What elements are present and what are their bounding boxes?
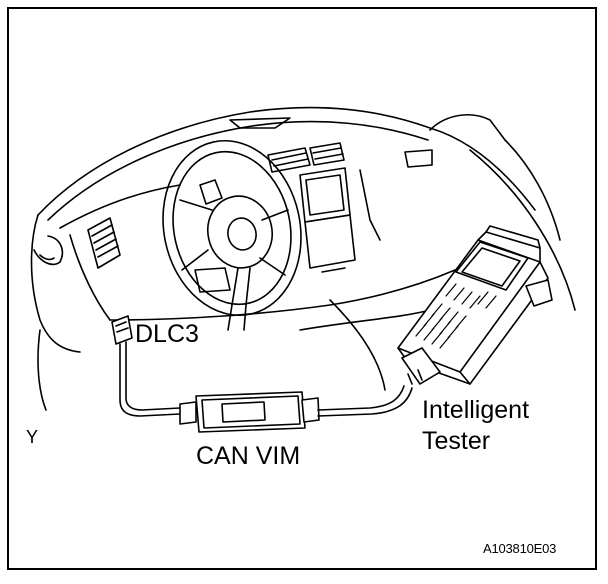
can-vim-label: CAN VIM (196, 442, 301, 470)
tester-cable (317, 385, 413, 417)
interior-lines (37, 149, 576, 411)
figure-code-label: A103810E03 (483, 541, 557, 556)
dashboard (30, 106, 561, 353)
tester-keypad (415, 283, 497, 349)
air-vents (87, 142, 433, 269)
steering-wheel (162, 139, 302, 331)
intelligent-tester-device (397, 225, 553, 385)
view-marker-label: Y (26, 427, 39, 447)
intelligent-tester-label: Intelligent Tester (422, 396, 530, 455)
dlc3-connector (111, 315, 181, 417)
center-console (299, 167, 356, 273)
dlc3-label: DLC3 (135, 320, 199, 348)
can-vim-module (179, 391, 320, 433)
